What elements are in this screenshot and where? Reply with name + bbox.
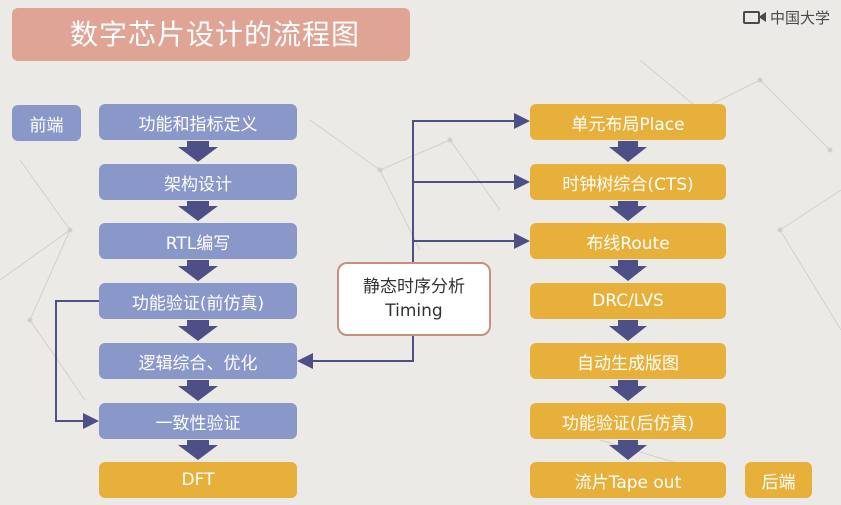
back-step-layout: 自动生成版图 xyxy=(530,343,726,379)
page-title: 数字芯片设计的流程图 xyxy=(12,8,410,61)
front-step-pre-sim: 功能验证(前仿真) xyxy=(99,283,297,319)
brand-logo: 中国大学 xyxy=(743,6,841,28)
backend-tag: 后端 xyxy=(745,462,812,498)
frontend-tag: 前端 xyxy=(12,105,81,141)
brand-logo-text: 中国大学 xyxy=(770,8,831,27)
sta-box: 静态时序分析 Timing xyxy=(337,262,491,336)
back-step-tapeout: 流片Tape out xyxy=(530,462,726,498)
back-step-drc-lvs: DRC/LVS xyxy=(530,283,726,319)
front-step-dft: DFT xyxy=(99,462,297,498)
front-step-equivalence: 一致性验证 xyxy=(99,403,297,439)
back-step-post-sim: 功能验证(后仿真) xyxy=(530,403,726,439)
back-step-route: 布线Route xyxy=(530,223,726,259)
front-step-rtl: RTL编写 xyxy=(99,223,297,259)
front-step-synthesis: 逻辑综合、优化 xyxy=(99,343,297,379)
front-step-architecture: 架构设计 xyxy=(99,164,297,200)
back-step-cts: 时钟树综合(CTS) xyxy=(530,164,726,200)
sta-title: 静态时序分析 xyxy=(363,277,465,297)
mooc-camera-icon xyxy=(743,11,766,24)
front-step-spec-definition: 功能和指标定义 xyxy=(99,104,297,140)
back-step-place: 单元布局Place xyxy=(530,104,726,140)
sta-subtitle: Timing xyxy=(385,301,443,321)
